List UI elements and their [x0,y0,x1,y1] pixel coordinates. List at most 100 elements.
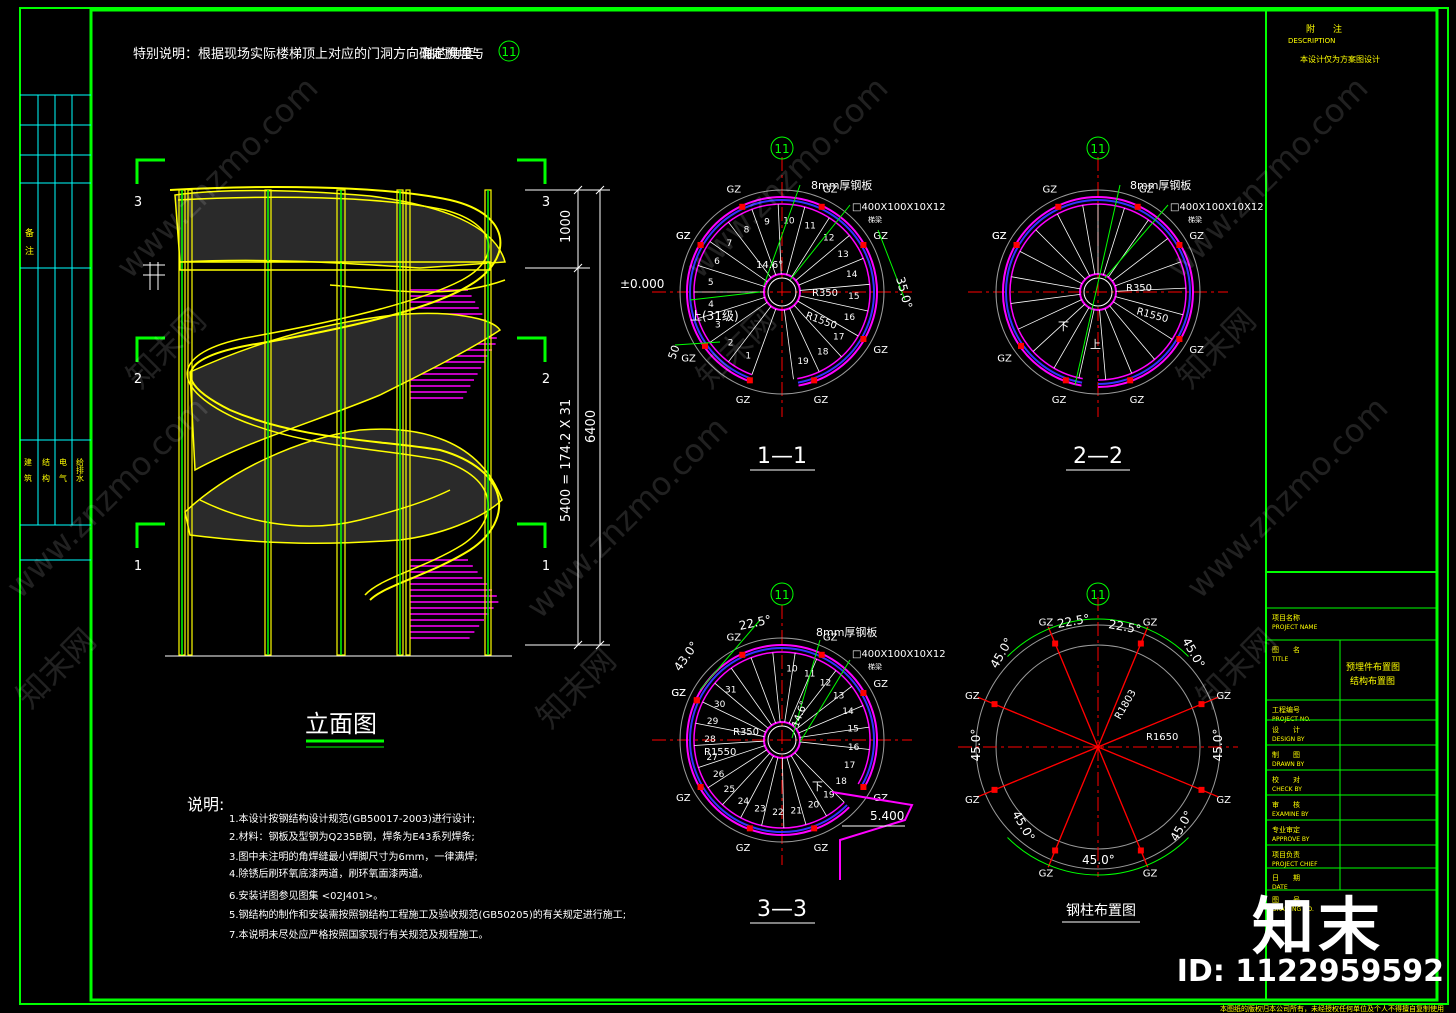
outer-ring-gray [679,637,885,843]
tread-line [797,300,859,337]
tread-line [1011,276,1081,290]
tread-line [1115,287,1186,292]
step-number: 24 [738,797,750,807]
s22-plate: 8mm厚钢板 [1130,178,1191,192]
gz-label: GZ [1143,869,1158,880]
gz-column-mark [860,784,867,790]
gz-column-mark [1137,847,1144,854]
tread-line [789,308,820,372]
tread-line [791,217,830,278]
tb-row-en: PROJECT NAME [1272,624,1318,631]
tb-row-cn: 项目负责 [1272,850,1300,859]
tread-line [790,755,827,817]
angle-45-label: 45.0° [969,729,983,762]
dim-1000: 1000 [559,210,574,243]
step-number: 22 [772,808,783,818]
gz-label: GZ [727,633,742,644]
step-number: 15 [848,292,859,302]
tb-row-cn: 图 名 [1272,645,1300,654]
header-axis-label: 11 [501,45,516,59]
elevation-title: 立面图 [305,710,377,738]
tb-row-en: EXAMINE BY [1272,811,1309,818]
s33-angle-225: 22.5° [738,612,773,632]
gz-label: GZ [965,795,980,806]
s11-angle-step: 14.6° [756,260,783,271]
tread-line [783,309,794,380]
leader-line [1104,204,1169,279]
s22-r-outer: R1550 [1135,306,1169,325]
tread-line [722,752,771,806]
tread-line [1032,303,1085,352]
step-number: 3 [715,321,721,331]
gz-column-mark [1134,203,1141,210]
step-number: 20 [808,801,820,811]
gz-column-mark [1062,377,1069,384]
tread-line [695,722,765,737]
tread-line [728,221,772,278]
s11-r-inner: R350 [812,288,838,299]
tb-row-en: DRAWING NO. [1272,906,1314,913]
gz-label: GZ [727,185,742,196]
s33-title: 3—3 [757,897,807,922]
note-line-4: 4.除锈后刷环氧底漆两道，刷环氧面漆两道。 [229,867,429,880]
gz-label: GZ [823,185,838,196]
step-number: 10 [786,665,798,675]
gz-label: GZ [676,231,691,242]
s11-angle-35: 35.0° [893,275,915,310]
gz-label: GZ [681,353,696,364]
gz-label: GZ [992,231,1007,242]
tb-notes-text: 本设计仅为方案图设计 [1300,54,1380,64]
center-post-inner [767,277,797,307]
gz-label: GZ [1189,345,1204,356]
gz-column-mark [991,701,998,708]
gz-label: GZ [1139,185,1154,196]
note-line-3: 3.图中未注明的角焊缝最小焊脚尺寸为6mm，一律满焊; [229,850,478,863]
col-title: 钢柱布置图 [1066,903,1136,919]
tb-title-value-1: 预埋件布置图 [1346,661,1400,673]
tread-line [788,658,818,724]
s11-plate: 8mm厚钢板 [811,178,872,192]
step-number: 7 [726,239,732,249]
s22-tube-sub: 梯梁 [1188,215,1202,224]
col-angle-b: 22.5° [1107,617,1142,636]
step-number: 19 [823,791,835,801]
header-note: 特别说明：根据现场实际楼梯顶上对应的门洞方向确定预埋与 [133,46,484,62]
tread-line [792,670,837,727]
notes-title: 说明: [187,795,224,814]
angle-45-label: 45.0° [1211,729,1225,762]
left-strip: 备 注 建 筑 结 构 电 气 给排水 [20,94,91,561]
s33-level: 5.400 [870,809,904,823]
tread-line [740,755,774,818]
step-number: 12 [823,233,834,243]
s33-angle-step: 14.6° [790,700,810,729]
s22-axis: 11 [1090,142,1105,156]
gz-column-mark [697,242,704,248]
angle-arc-top [1007,618,1189,657]
tread-line [728,306,772,363]
center-post [763,721,801,759]
tread-line [761,757,779,826]
tb-row-en: CHECK BY [1272,786,1302,793]
s11-axis: 11 [774,142,789,156]
tread-line [1035,229,1086,280]
stringer-blue [1005,199,1191,385]
col-angle-45: 45.0° [1082,853,1115,867]
step-number: 25 [724,785,735,795]
tb-row-cn: 审 核 [1272,800,1300,809]
gz-column-mark [1052,847,1059,854]
step-number: 30 [714,700,726,710]
s33-down: 下 [812,780,823,793]
brand-logo: 知末 [1251,890,1384,963]
step-number: 11 [804,222,815,232]
step-number: 13 [833,691,844,701]
gz-column-mark [701,342,708,349]
header-axis-bubble [498,40,520,62]
tb-row-cn: 图 号 [1272,896,1300,904]
step-number: 12 [820,679,831,689]
tread-line [709,241,768,283]
tread-line [1115,296,1184,316]
step-number: 28 [704,735,716,745]
tread-line [798,705,864,734]
